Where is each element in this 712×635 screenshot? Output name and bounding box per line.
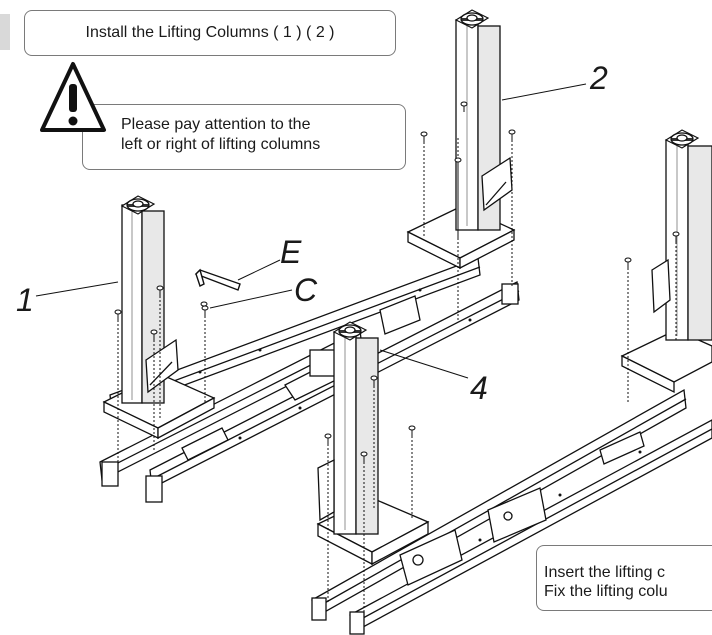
frame-rails (99, 257, 712, 635)
screw-guides (117, 136, 677, 628)
leader-lines (35, 83, 587, 379)
instruction-note-box: Insert the lifting c Fix the lifting col… (536, 545, 712, 611)
lifting-column-2 (406, 9, 516, 270)
warning-text-line-1: Please pay attention to the (121, 116, 311, 133)
lifting-column-1 (102, 195, 216, 440)
lifting-column-right (620, 129, 712, 394)
screw-icon (114, 101, 680, 462)
callout-part-e: E (280, 234, 302, 270)
callout-part-c: C (294, 272, 318, 308)
step-title-box: Install the Lifting Columns ( 1 ) ( 2 ) (24, 10, 396, 56)
warning-text-line-2: left or right of lifting columns (121, 136, 321, 153)
callout-column-2: 2 (590, 60, 608, 96)
page-side-tab (0, 14, 10, 50)
rail-holes (198, 288, 642, 542)
lifting-column-4 (316, 321, 430, 566)
instruction-note-line-1: Insert the lifting c (544, 564, 665, 581)
warning-triangle-icon (40, 62, 106, 132)
allen-key-icon (194, 268, 241, 291)
instruction-note-line-2: Fix the lifting colu (544, 583, 668, 600)
callout-column-1: 1 (16, 282, 34, 318)
warning-box: Please pay attention to the left or righ… (82, 104, 406, 170)
callout-column-4: 4 (470, 370, 488, 406)
step-title: Install the Lifting Columns ( 1 ) ( 2 ) (85, 24, 335, 41)
